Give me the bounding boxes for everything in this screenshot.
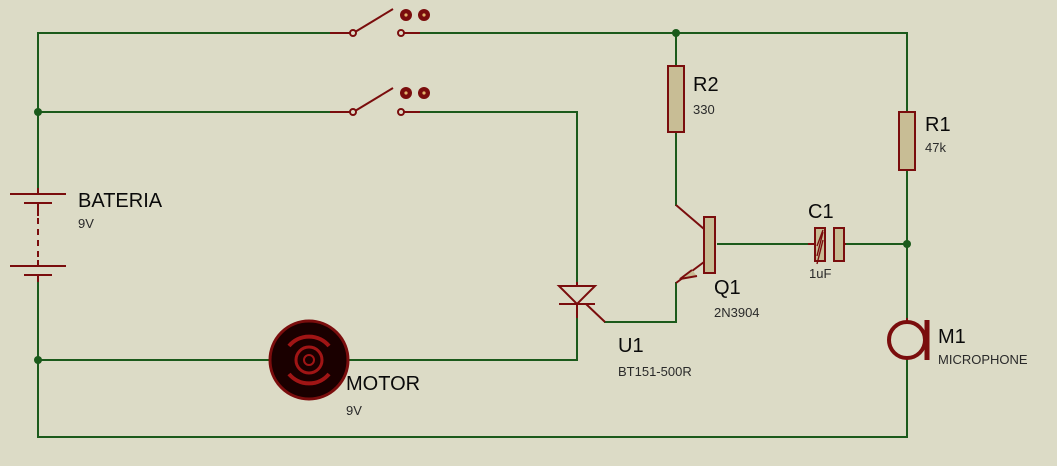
switch-blade	[354, 8, 394, 33]
r1-value-label: 47k	[925, 140, 946, 155]
resistor-body	[667, 65, 685, 133]
battery-value-label: 9V	[78, 216, 94, 231]
junctions	[34, 29, 911, 364]
battery-symbol	[10, 188, 66, 282]
junction-dot	[672, 29, 680, 37]
switch-contact	[349, 108, 357, 116]
capacitor-c1	[808, 227, 846, 265]
capacitor-plate-negative	[833, 227, 845, 262]
wire-second-right	[419, 111, 578, 283]
u1-ref-label: U1	[618, 335, 644, 357]
r2-ref-label: R2	[693, 74, 719, 96]
junction-dot	[34, 108, 42, 116]
microphone-body	[887, 320, 927, 360]
wire-gate	[604, 282, 677, 323]
r1-ref-label: R1	[925, 114, 951, 136]
motor-ref-label: MOTOR	[346, 373, 420, 395]
battery-ref-label: BATERIA	[78, 190, 163, 212]
c1-value-label: 1uF	[809, 266, 831, 281]
m1-value-label: MICROPHONE	[938, 352, 1028, 367]
c1-ref-label: C1	[808, 201, 834, 223]
switch-top[interactable]	[330, 8, 430, 37]
u1-value-label: BT151-500R	[618, 364, 692, 379]
q1-ref-label: Q1	[714, 277, 741, 299]
wire-top-right	[419, 32, 908, 113]
scr-u1	[556, 282, 606, 323]
resistor-r2	[667, 65, 685, 133]
junction-dot	[34, 356, 42, 364]
switch-contact	[349, 29, 357, 37]
resistor-r1	[898, 111, 916, 171]
m1-ref-label: M1	[938, 326, 966, 348]
motor-value-label: 9V	[346, 403, 362, 418]
q1-value-label: 2N3904	[714, 305, 760, 320]
switch-contact	[397, 29, 405, 37]
microphone-m1	[887, 318, 930, 360]
switch-contact	[397, 108, 405, 116]
motor-symbol	[268, 319, 350, 401]
resistor-body	[898, 111, 916, 171]
wire-motor-right	[347, 317, 578, 361]
transistor-base-bar	[703, 216, 716, 274]
wires	[37, 32, 908, 438]
labels: BATERIA 9V MOTOR 9V R2 330 R1 47k C1 1uF…	[78, 74, 1028, 418]
r2-value-label: 330	[693, 102, 715, 117]
switch-blade	[354, 87, 394, 112]
junction-dot	[903, 240, 911, 248]
switch-second[interactable]	[330, 87, 430, 116]
transistor-q1	[675, 204, 716, 284]
